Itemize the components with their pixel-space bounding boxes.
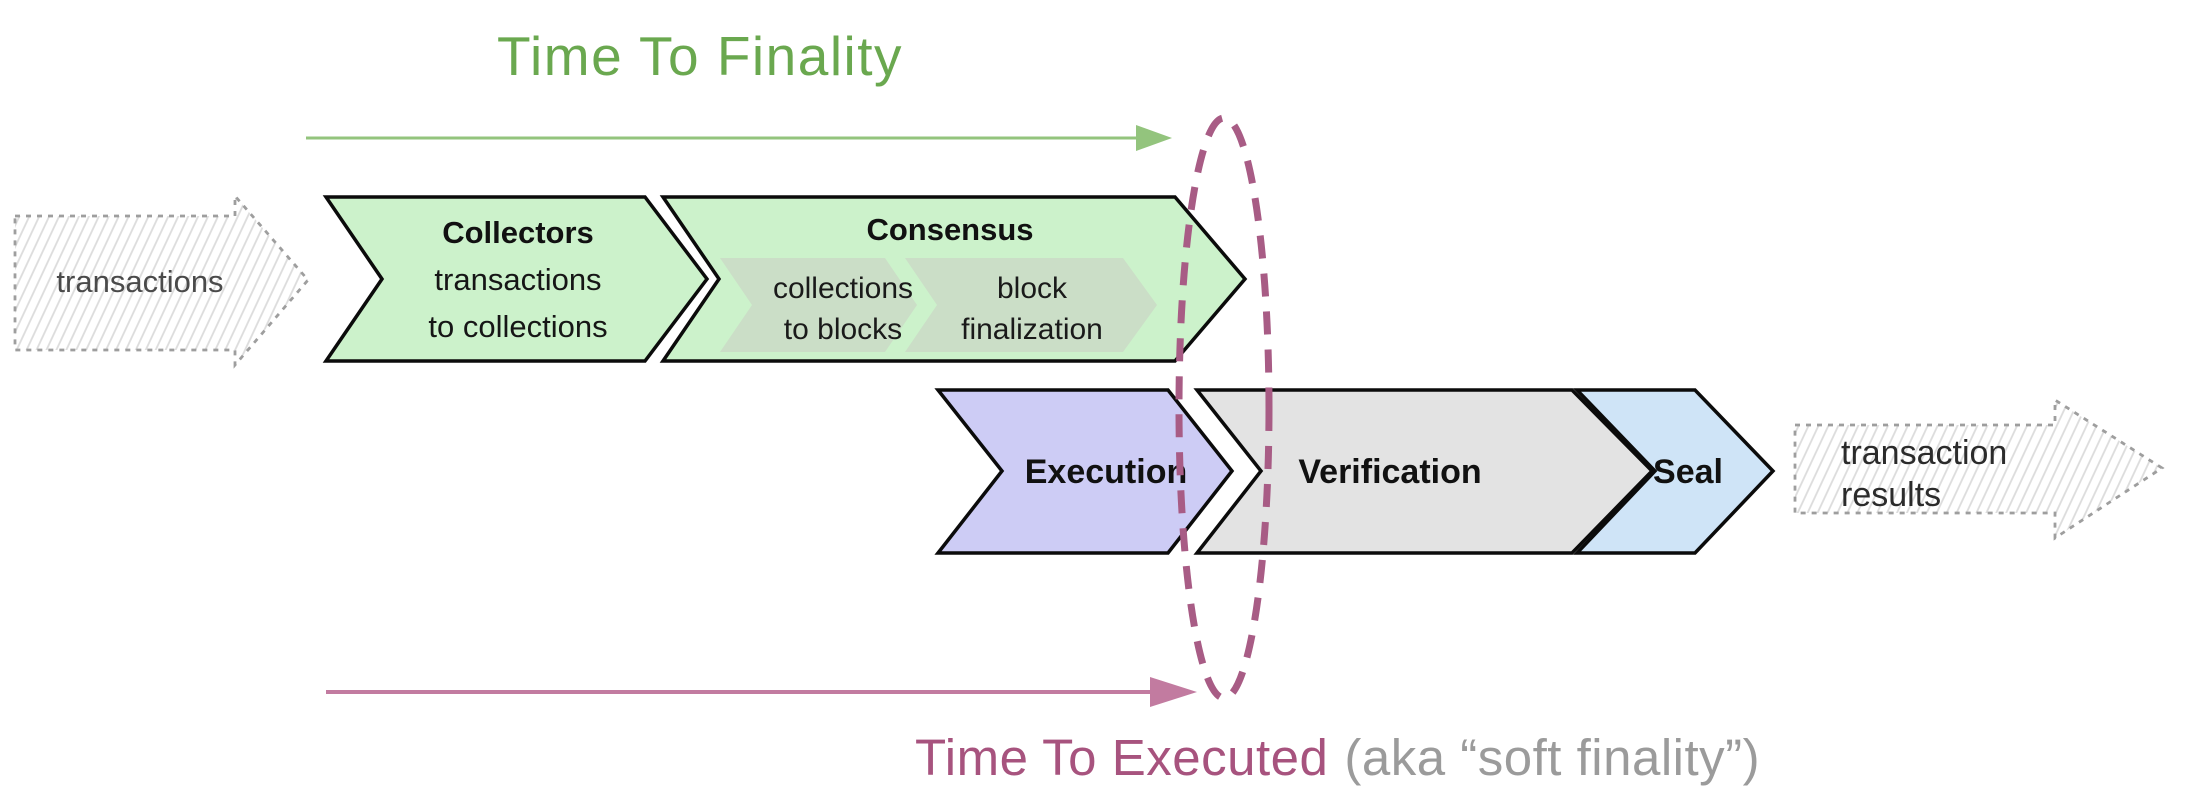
consensus-substep2-chevron-shape [905, 258, 1157, 352]
soft-finality-suffix: (aka “soft finality”) [1344, 729, 1761, 786]
transactions-arrow-shape [13, 192, 310, 369]
transactions-label: transactions [56, 264, 223, 299]
executed-arrowhead-icon [1150, 677, 1197, 707]
transaction-results-label-line1: transaction [1841, 434, 2007, 472]
soft-finality-boundary-ellipse [1175, 114, 1273, 702]
stage-seal: Seal [1572, 388, 1776, 555]
collectors-chevron-shape [322, 195, 710, 363]
time-to-executed-caption: Time To Executed (aka “soft finality”) [915, 728, 1760, 787]
consensus-substep2-line1: block [997, 272, 1068, 305]
time-to-executed-title: Time To Executed [915, 729, 1329, 786]
verification-title: Verification [1298, 453, 1481, 491]
finality-arrow [306, 125, 1172, 151]
collectors-title: Collectors [442, 215, 594, 250]
transaction-results-output-arrow: transaction results [1793, 397, 2165, 541]
executed-arrow [326, 677, 1197, 707]
transaction-results-label-line2: results [1841, 476, 1941, 514]
seal-chevron-shape [1572, 388, 1776, 555]
verification-chevron-shape [1193, 388, 1655, 555]
consensus-substep1-line2: to blocks [784, 313, 902, 346]
execution-title: Execution [1025, 453, 1187, 491]
finality-arrowhead-icon [1136, 125, 1172, 151]
transaction-results-arrow-shape [1793, 397, 2165, 541]
stage-verification: Verification [1193, 388, 1655, 555]
stage-collectors: Collectors transactions to collections [322, 195, 710, 363]
time-to-finality-title: Time To Finality [497, 25, 904, 87]
execution-chevron-shape [934, 388, 1235, 555]
transactions-input-arrow: transactions [13, 192, 310, 369]
consensus-title: Consensus [866, 212, 1033, 247]
consensus-substep2-line2: finalization [961, 313, 1103, 346]
stage-consensus: Consensus collections to blocks block fi… [659, 195, 1248, 363]
stage-execution: Execution [934, 388, 1235, 555]
collectors-line1: transactions [434, 262, 601, 297]
seal-title: Seal [1653, 453, 1723, 491]
collectors-line2: to collections [428, 309, 607, 344]
consensus-substep1-chevron-shape [720, 258, 917, 352]
consensus-substep1-line1: collections [773, 272, 913, 305]
